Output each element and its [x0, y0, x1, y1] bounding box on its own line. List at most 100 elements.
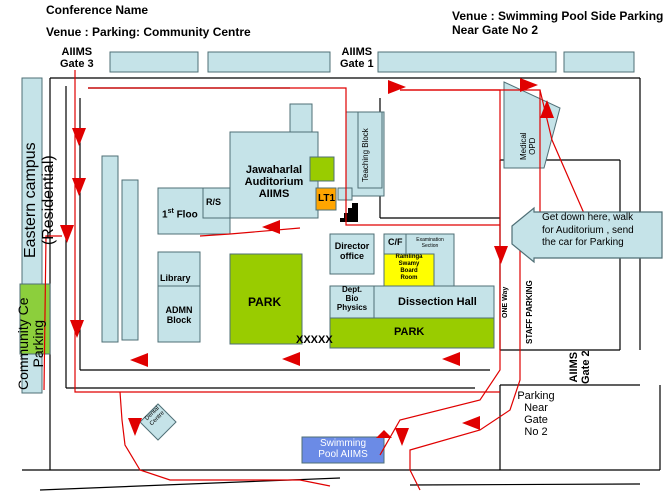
building-jawaharlal-top: [289, 103, 313, 133]
swimming-pool-line2: Pool AIIMS: [318, 449, 368, 460]
arrow-icon: [442, 352, 460, 366]
director-line1: Director: [334, 241, 370, 251]
admn-line1: ADMN: [165, 305, 193, 315]
parking-near-gate-line3: Gate: [524, 414, 548, 427]
teaching-block-label: Teaching Block: [361, 128, 370, 182]
first-floor-label: 1st Floo: [162, 208, 198, 220]
building-director-office: [329, 233, 375, 275]
building-left-strip-1: [101, 155, 119, 343]
gate1-line2: Gate 1: [340, 58, 374, 71]
library-label: Library: [160, 273, 191, 283]
arrow-icon: [540, 100, 554, 118]
eastern-campus-label: Eastern campus (Residential): [22, 142, 57, 258]
gate1-line1: AIIMS: [341, 46, 373, 58]
admn-block-label: ADMN Block: [158, 305, 200, 326]
parking-near-gate-line2: Near: [524, 402, 548, 415]
jawaharlal-line2: Auditorium: [244, 176, 304, 189]
parking-near-gate-label: Parking Near Gate No 2: [508, 390, 564, 438]
gate3-line2: Gate 3: [60, 58, 94, 71]
ramlinga-line3: Board: [400, 267, 418, 274]
admn-line2: Block: [166, 314, 192, 325]
building-lt1-strip: [337, 187, 353, 201]
building-top-right-strip: [377, 51, 557, 73]
building-dental-centre: [139, 403, 177, 441]
swimming-pool: [301, 436, 385, 464]
gate2-label: AIIMS Gate 2: [568, 350, 592, 384]
medical-opd-line2: OPD: [527, 137, 537, 155]
arrow-icon: [282, 352, 300, 366]
arrow-icon: [72, 128, 86, 146]
conference-name: Conference Name: [46, 3, 149, 17]
dissection-hall-label: Dissection Hall: [398, 296, 477, 308]
first-floor-sup: st: [167, 208, 174, 215]
park-lower-label: PARK: [394, 326, 425, 338]
community-centre-line1: Community Ce: [15, 297, 31, 390]
parking-near-gate-line1: Parking: [517, 390, 555, 402]
arrow-icon: [60, 225, 74, 243]
venue-pool-line2: Near Gate No 2: [452, 23, 539, 37]
cf-label: C/F: [388, 237, 403, 247]
building-library: [157, 251, 201, 287]
dept-line1: Dept.: [342, 285, 362, 294]
venue-main: Venue : Parking: Community Centre: [46, 25, 251, 39]
jawaharlal-auditorium-label: Jawaharlal Auditorium AIIMS: [233, 164, 315, 200]
exam-section-line1: Examination: [416, 237, 444, 243]
building-top-far-right: [563, 51, 635, 73]
ramlinga-line4: Room: [400, 274, 418, 281]
first-floor-num: 1: [162, 209, 168, 221]
building-teaching-block-inner: [357, 111, 383, 189]
building-left-strip-2: [121, 179, 139, 341]
gate2-line2: Gate 2: [580, 350, 593, 384]
director-line2: office: [339, 250, 364, 261]
parking-near-gate-line4: No 2: [524, 426, 548, 439]
gate2-line1: AIIMS: [568, 351, 580, 383]
ramlinga-label: Ramlinga Swamy Board Room: [386, 254, 432, 282]
staff-parking-label: STAFF PARKING: [525, 280, 534, 344]
arrow-icon: [395, 428, 409, 446]
park-main: [229, 253, 303, 345]
building-admn-block: [157, 285, 201, 343]
stairs-icon: [340, 203, 358, 222]
callout-line3: the car for Parking: [542, 237, 624, 248]
gate3-line1: AIIMS: [61, 46, 93, 58]
swimming-pool-label: Swimming Pool AIIMS: [302, 438, 384, 460]
eastern-campus-line2: (Residential): [39, 155, 57, 246]
gate1-label: AIIMS Gate 1: [340, 46, 374, 70]
arrow-icon: [388, 80, 406, 94]
lt1-label: LT1: [318, 193, 336, 204]
director-office-label: Director office: [331, 241, 373, 262]
arrow-icon: [130, 353, 148, 367]
rs-label: R/S: [206, 197, 222, 207]
callout-text: Get down here, walk for Auditorium , sen…: [542, 212, 634, 250]
dept-line2: Bio: [345, 293, 359, 303]
callout-line2: for Auditorium , send: [542, 224, 634, 236]
arrow-icon: [128, 418, 142, 436]
xxxxx-marker: XXXXX: [296, 334, 333, 346]
community-centre-label: Community Ce Parking: [15, 297, 47, 390]
callout-arrow: [511, 206, 663, 264]
arrow-icon: [72, 178, 86, 196]
medical-opd-label: Medical OPD: [519, 132, 538, 160]
building-rs: [202, 187, 231, 219]
dept-biophysics-label: Dept. Bio Physics: [331, 285, 373, 312]
route-lines: [43, 70, 601, 491]
building-top-left-strip: [109, 51, 199, 73]
building-top-mid-strip: [207, 51, 331, 73]
pool-marker-icon: [376, 430, 392, 438]
first-floor-rest: Floo: [173, 209, 198, 221]
ramlinga-board-room: [383, 253, 435, 287]
lt1-block: [315, 187, 337, 211]
park-main-label: PARK: [248, 295, 282, 309]
ramlinga-line2: Swamy: [398, 260, 420, 267]
swimming-pool-line1: Swimming: [319, 438, 367, 449]
arrow-icon: [70, 320, 84, 338]
jawaharlal-line1: Jawaharlal: [245, 164, 303, 176]
exam-section-line2: Section: [421, 242, 439, 249]
arrow-icon: [262, 220, 280, 234]
community-centre-line2: Parking: [30, 319, 47, 368]
arrow-icon: [462, 416, 480, 430]
exam-section-label: Examination Section: [408, 237, 452, 249]
arrow-icon: [494, 246, 508, 264]
